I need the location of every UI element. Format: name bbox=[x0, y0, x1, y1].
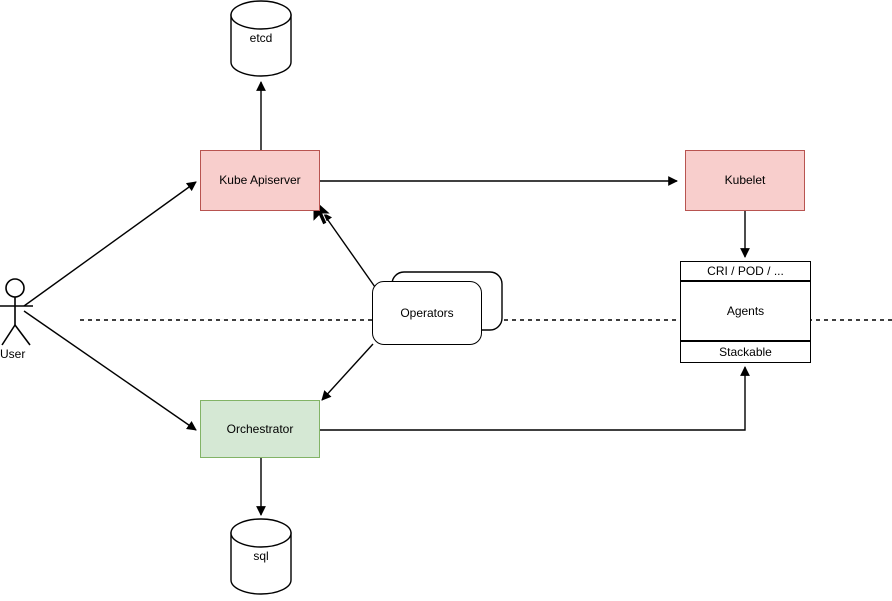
user-actor-figure bbox=[0, 278, 33, 346]
node-kubelet[interactable] bbox=[685, 150, 805, 211]
agents-stackable-row[interactable] bbox=[680, 341, 811, 363]
agents-cri-row[interactable] bbox=[680, 261, 811, 281]
edge-operators-to-orchestrator bbox=[321, 343, 374, 401]
node-orchestrator[interactable] bbox=[200, 400, 320, 458]
etcd-datastore[interactable] bbox=[231, 1, 291, 78]
agents-main-row[interactable] bbox=[680, 281, 811, 341]
edge-operators-to-kube-apiserver bbox=[322, 212, 376, 288]
node-kube-apiserver[interactable] bbox=[200, 150, 320, 211]
edge-user-to-orchestrator bbox=[23, 310, 197, 431]
sql-datastore[interactable] bbox=[231, 519, 291, 596]
sql-cylinder bbox=[230, 518, 292, 595]
user-actor[interactable] bbox=[0, 276, 36, 364]
edge-user-to-kube-apiserver bbox=[23, 181, 197, 307]
node-operators[interactable] bbox=[372, 281, 482, 345]
etcd-cylinder bbox=[230, 0, 292, 77]
edge-orchestrator-to-agents bbox=[320, 366, 750, 431]
